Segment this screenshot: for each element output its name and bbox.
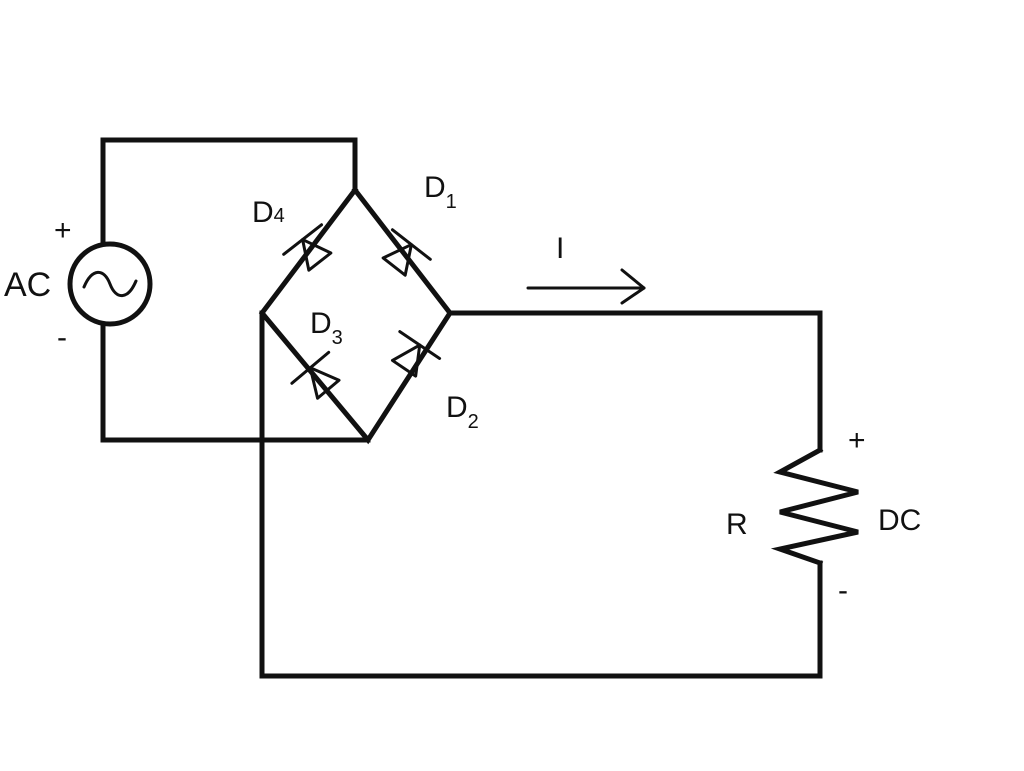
dc-minus-label: - <box>838 574 848 607</box>
d2-label: D2 <box>446 391 479 433</box>
ac-plus-label: + <box>54 214 72 247</box>
bridge-diamond <box>258 186 454 445</box>
d4-label: D4 <box>252 196 285 229</box>
resistor-icon <box>770 446 859 567</box>
d1-sub: 1 <box>446 191 457 213</box>
current-label: I <box>556 232 564 265</box>
diode-d2-icon <box>390 330 442 378</box>
d1-main: D <box>424 171 446 204</box>
d1-label: D1 <box>424 171 457 213</box>
d3-main: D <box>310 307 332 340</box>
resistor-label: R <box>726 508 748 541</box>
diode-d4-icon <box>282 223 333 272</box>
ac-bottom-wire <box>100 322 371 443</box>
d2-main: D <box>446 391 468 424</box>
ac-top-wire <box>100 137 358 246</box>
d2-sub: 2 <box>468 411 479 433</box>
d3-label: D3 <box>310 307 343 349</box>
ac-minus-label: - <box>57 321 67 354</box>
current-arrow-icon <box>526 268 646 305</box>
dc-label: DC <box>878 504 921 537</box>
dc-plus-label: + <box>848 424 866 457</box>
d4-sub: 4 <box>274 205 285 227</box>
d4-main: D <box>252 196 274 229</box>
dc-output-wires <box>259 310 823 679</box>
ac-source-icon <box>67 241 153 327</box>
output-top-wire <box>447 310 823 453</box>
ac-input-wires <box>100 137 371 443</box>
d3-sub: 3 <box>332 327 343 349</box>
bridge-outline <box>258 186 454 445</box>
output-bottom-wire <box>259 310 823 679</box>
diode-d1-icon <box>381 228 432 277</box>
ac-label: AC <box>4 266 51 304</box>
diode-d3-icon <box>290 350 341 400</box>
